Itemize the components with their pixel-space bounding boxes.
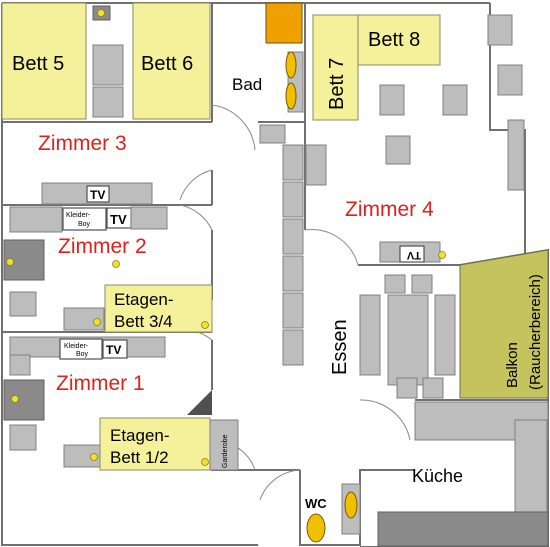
label-bett8: Bett 8 <box>368 29 420 51</box>
label-essen: Essen <box>329 319 351 375</box>
sink-icon <box>344 491 358 519</box>
garderobe-cabinet <box>209 419 239 471</box>
bed-6 <box>132 2 211 120</box>
label-wc: WC <box>305 496 327 511</box>
tv-label: TV <box>90 188 105 202</box>
zimmer2-furniture <box>3 182 213 333</box>
bed-5 <box>1 2 87 120</box>
bed-7 <box>312 14 359 121</box>
room-label-zimmer1: Zimmer 1 <box>56 372 145 395</box>
kleiderboy-label-line1: Kleider- <box>66 212 91 219</box>
tv-label-rotated: TV <box>406 249 421 261</box>
lamp <box>97 9 105 17</box>
tv-label: TV <box>110 212 127 227</box>
etagen-bett-1-2 <box>99 417 211 471</box>
label-bett6: Bett 6 <box>141 53 193 75</box>
kleiderboy-label-line2: Boy <box>76 351 89 358</box>
toilet-icon <box>306 513 326 543</box>
essen-furniture <box>359 274 456 399</box>
label-etagen12-line2: Bett 1/2 <box>110 448 169 467</box>
kleiderboy-label-line1: Kleider- <box>64 343 89 350</box>
zimmer3-furniture <box>1 2 211 120</box>
hallway-cabinets <box>282 144 304 366</box>
label-etagen34-line2: Bett 3/4 <box>114 312 173 331</box>
label-garderobe: Garderobe <box>222 434 229 468</box>
tv-box <box>86 185 110 203</box>
label-etagen34-line1: Etagen- <box>114 290 174 309</box>
label-kueche: Küche <box>412 466 463 486</box>
bed-8 <box>357 14 441 66</box>
sink-icon <box>285 82 297 110</box>
label-bett5: Bett 5 <box>12 53 64 75</box>
room-label-zimmer3: Zimmer 3 <box>38 132 127 155</box>
zimmer4-furniture <box>305 14 525 263</box>
tv-label: TV <box>106 343 121 357</box>
label-raucherbereich: (Raucherbereich) <box>527 274 544 390</box>
room-label-zimmer2: Zimmer 2 <box>58 235 147 258</box>
label-bad: Bad <box>232 75 262 94</box>
zimmer1-furniture <box>3 336 239 471</box>
kueche-furniture <box>377 401 549 547</box>
etagen-bett-3-4 <box>104 284 213 333</box>
label-bett7: Bett 7 <box>326 58 348 110</box>
tv-box <box>399 245 425 263</box>
sink-icon <box>285 51 297 79</box>
room-label-zimmer4: Zimmer 4 <box>345 198 434 221</box>
tv-box <box>102 339 128 359</box>
label-balkon: Balkon <box>504 342 521 388</box>
label-etagen12-line1: Etagen- <box>110 426 170 445</box>
kleiderboy-box <box>62 207 107 231</box>
kleiderboy-label-line2: Boy <box>78 221 91 228</box>
balkon-area <box>459 249 549 399</box>
wc-fixtures <box>306 483 361 543</box>
kleiderboy-box <box>59 338 103 360</box>
bad-fixtures <box>259 2 304 144</box>
bath-fixture-orange <box>265 2 303 44</box>
